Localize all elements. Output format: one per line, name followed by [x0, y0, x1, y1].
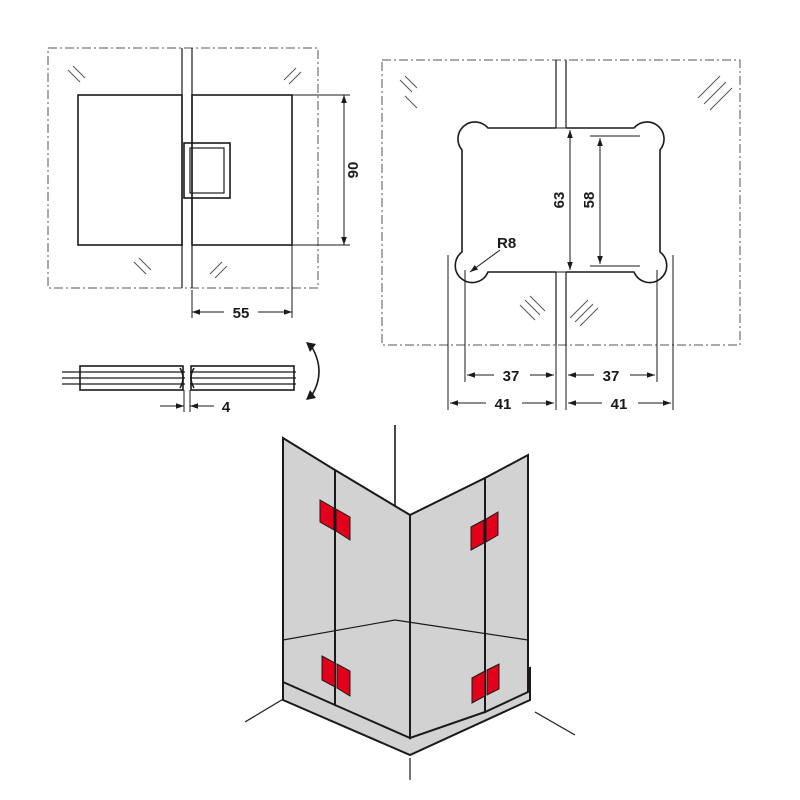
dimension-left-inner-width: 37: [503, 368, 520, 385]
dimension-hinge-width: 55: [233, 305, 250, 322]
hinge-marker-upper-left: [319, 499, 351, 541]
glass-panel-left-door: [334, 468, 411, 740]
hinge-marker-lower-left: [321, 655, 351, 697]
dimension-right-inner-width: 37: [603, 368, 620, 385]
hinge-front-view: 90 55: [47, 47, 362, 322]
dimension-cutout-outer-height: 63: [551, 192, 568, 209]
hinge-plate-right: [191, 94, 293, 246]
dimension-right-outer-width: 41: [611, 396, 628, 413]
hinge-side-view: 4: [62, 342, 320, 416]
glass-hatch-marks: [67, 65, 302, 279]
hinge-marker-upper-right: [470, 511, 499, 551]
dimension-cutout-inner-height: 58: [581, 192, 598, 209]
hinge-marker-lower-right: [471, 663, 500, 704]
shower-enclosure-illustration: [244, 425, 576, 780]
dimension-hinge-height: 90: [345, 162, 362, 179]
dimension-glass-gap: 4: [222, 399, 231, 416]
dimension-corner-radius: R8: [497, 235, 516, 252]
door-swing-arc: [309, 343, 320, 399]
glass-cutout-outline: [454, 121, 668, 284]
glass-outline-right: [381, 59, 741, 346]
glass-cutout-view: 63 58 R8 37 37 41 41: [381, 59, 741, 413]
glass-outline-left: [47, 47, 319, 289]
glass-hatch-marks-right: [399, 75, 733, 327]
dimension-left-outer-width: 41: [495, 396, 512, 413]
hinge-knuckle: [183, 142, 231, 199]
hinge-plate-left: [77, 94, 183, 246]
